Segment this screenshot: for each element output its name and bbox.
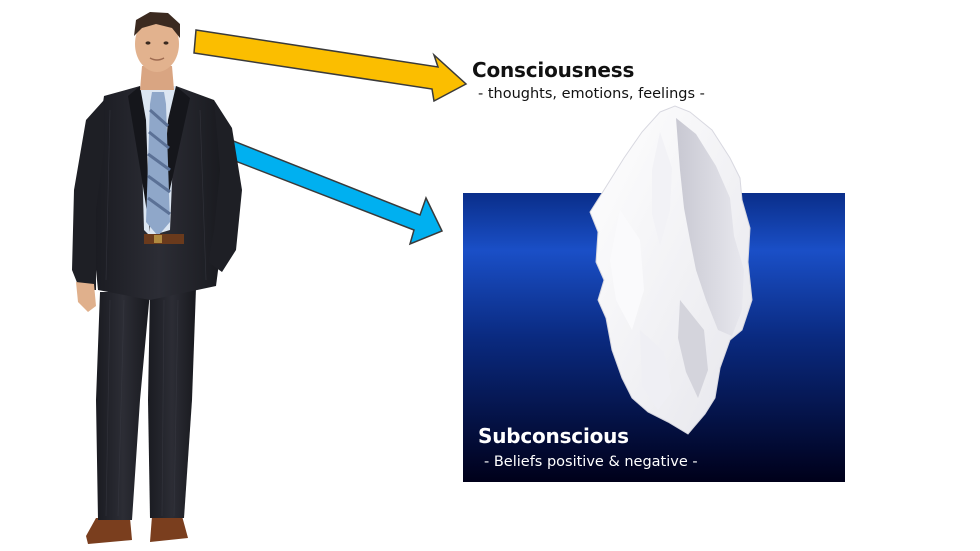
subconscious-subtitle: - Beliefs positive & negative - — [484, 454, 698, 470]
consciousness-subtitle: - thoughts, emotions, feelings - — [478, 86, 705, 102]
consciousness-arrow — [194, 30, 466, 101]
man-in-suit-figure — [72, 12, 242, 544]
subconscious-title: Subconscious — [478, 424, 629, 448]
consciousness-title: Consciousness — [472, 58, 634, 82]
